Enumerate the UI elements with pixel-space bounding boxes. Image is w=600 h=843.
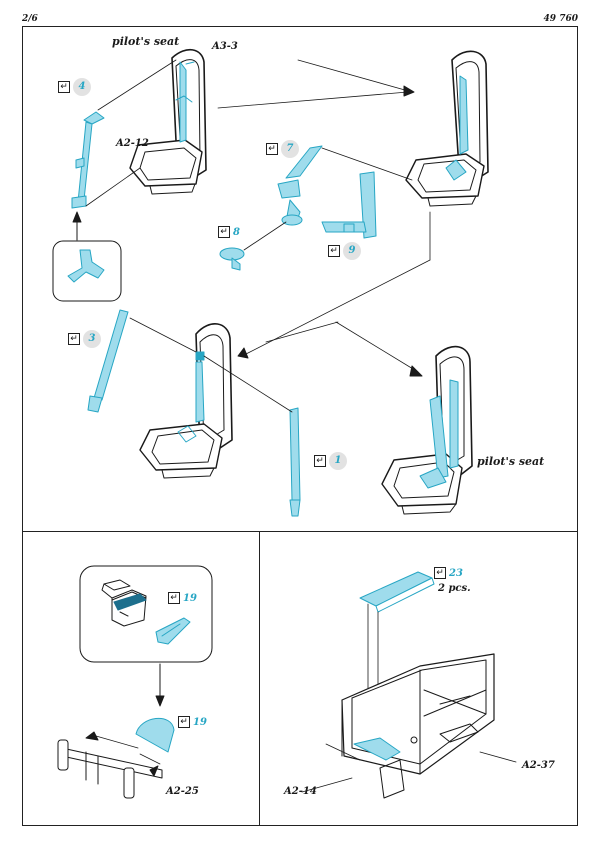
- strap-part-3: [87, 309, 129, 413]
- marker-part-7: ↵ 7: [266, 140, 299, 158]
- check-icon: ↵: [266, 143, 278, 155]
- etch-part-19-cap: [135, 717, 175, 753]
- seat-step-1: [129, 49, 207, 195]
- part-number-9: 9: [343, 242, 361, 260]
- page-number: 2/6: [22, 14, 38, 24]
- strap-part-1: [289, 407, 301, 517]
- marker-part-3: ↵ 3: [68, 330, 101, 348]
- instruction-frame: [22, 26, 578, 826]
- harness-part-7: [277, 145, 323, 226]
- check-icon: ↵: [168, 592, 180, 604]
- marker-part-23: ↵ 23: [434, 567, 463, 579]
- check-icon: ↵: [178, 716, 190, 728]
- marker-part-19-inset: ↵ 19: [168, 592, 197, 604]
- check-icon: ↵: [68, 333, 80, 345]
- etch-part-23: [359, 571, 435, 613]
- harness-part-8: [219, 247, 245, 271]
- marker-part-4: ↵ 4: [58, 78, 91, 96]
- frame-A2-37: [341, 653, 495, 799]
- part-number-19-inset: 19: [183, 592, 197, 604]
- seat-step-2: [405, 50, 489, 207]
- part-number-4: 4: [73, 78, 91, 96]
- check-icon: ↵: [328, 245, 340, 257]
- marker-part-9: ↵ 9: [328, 242, 361, 260]
- part-ref-A2-25: A2-25: [166, 786, 199, 797]
- part-number-23: 23: [449, 567, 463, 579]
- bracket-detail: [101, 579, 147, 627]
- marker-part-1: ↵ 1: [314, 452, 347, 470]
- check-icon: ↵: [218, 226, 230, 238]
- crossbar-A2-25: [57, 739, 163, 799]
- horizontal-divider: [22, 531, 578, 532]
- part-number-7: 7: [281, 140, 299, 158]
- part-ref-A2-12: A2-12: [116, 138, 149, 149]
- etch-part-19-small: [155, 617, 191, 645]
- check-icon: ↵: [434, 567, 446, 579]
- part-ref-A2-14: A2-14: [284, 786, 317, 797]
- part-number-8: 8: [233, 226, 240, 238]
- marker-part-8: ↵ 8: [218, 226, 240, 238]
- check-icon: ↵: [314, 455, 326, 467]
- part-ref-A3-3: A3-3: [212, 41, 238, 52]
- check-icon: ↵: [58, 81, 70, 93]
- seat-step-4: [381, 345, 473, 515]
- pilot-seat-label-top: pilot's seat: [112, 35, 180, 48]
- part-ref-A2-37: A2-37: [522, 760, 555, 771]
- pilot-seat-label-bottom: pilot's seat: [477, 455, 545, 468]
- harness-part-4: [71, 111, 105, 209]
- marker-part-19: ↵ 19: [178, 716, 207, 728]
- part-number-1: 1: [329, 452, 347, 470]
- quantity-label: 2 pcs.: [438, 583, 471, 594]
- inset-harness-detail: [67, 249, 105, 283]
- part-number-19: 19: [193, 716, 207, 728]
- seat-step-3: [139, 323, 233, 479]
- product-code: 49 760: [543, 14, 578, 24]
- vertical-divider: [259, 531, 260, 826]
- harness-part-9: [321, 171, 377, 239]
- part-number-3: 3: [83, 330, 101, 348]
